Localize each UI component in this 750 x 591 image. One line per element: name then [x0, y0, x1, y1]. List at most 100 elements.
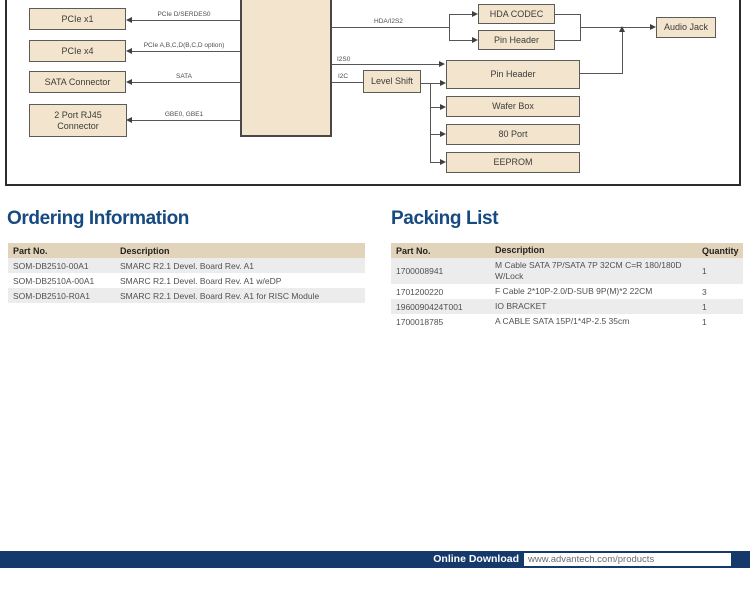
bus-line	[430, 107, 440, 108]
bus-line	[430, 83, 431, 162]
arrowhead-left-icon	[126, 48, 132, 54]
quantity: 1	[702, 316, 707, 327]
bus-line	[131, 20, 240, 21]
bus-line-hda	[332, 27, 449, 28]
table-row: SOM-DB2510A-00A1 SMARC R2.1 Devel. Board…	[8, 273, 365, 288]
packing-list-title: Packing List	[391, 208, 499, 229]
arrowhead-right-icon	[440, 159, 446, 165]
packing-table: Part No. Description Quantity 1700008941…	[391, 243, 743, 329]
block-label: PCIe x4	[61, 45, 94, 56]
ordering-information-title: Ordering Information	[7, 208, 190, 229]
block-label: Wafer Box	[492, 101, 534, 112]
block-80-port: 80 Port	[446, 124, 580, 145]
bus-label: GBE0, GBE1	[164, 111, 204, 118]
block-label: 2 Port RJ45 Connector	[54, 109, 102, 131]
block-diagram-frame	[5, 0, 741, 186]
block-label: HDA CODEC	[489, 8, 544, 19]
block-label: 80 Port	[498, 129, 528, 140]
block-rj45-connector: 2 Port RJ45 Connector	[29, 104, 127, 137]
block-label: Level Shift	[370, 76, 414, 87]
description: IO BRACKET	[495, 301, 547, 312]
arrowhead-left-icon	[126, 17, 132, 23]
quantity: 3	[702, 286, 707, 297]
block-pin-header-big: Pin Header	[446, 60, 580, 89]
ordering-table: Part No. Description SOM-DB2510-00A1 SMA…	[8, 243, 365, 303]
description: A CABLE SATA 15P/1*4P-2.5 35cm	[495, 316, 630, 327]
block-label: Pin Header	[490, 69, 536, 80]
bus-line	[430, 83, 440, 84]
arrowhead-right-icon	[650, 24, 656, 30]
column-header-part-no: Part No.	[13, 245, 48, 256]
bus-line	[449, 40, 472, 41]
table-row: 1700018785 A CABLE SATA 15P/1*4P-2.5 35c…	[391, 314, 743, 329]
block-eeprom: EEPROM	[446, 152, 580, 173]
block-level-shift: Level Shift	[363, 70, 421, 93]
bus-label: SATA	[175, 73, 192, 80]
block-label: Audio Jack	[663, 22, 709, 33]
bus-label-i2s0: I2S0	[337, 56, 351, 63]
smarc-module-block	[240, 0, 332, 137]
bus-line	[449, 14, 472, 15]
arrowhead-right-icon	[440, 131, 446, 137]
bus-line-i2s0	[332, 64, 439, 65]
arrowhead-up-icon	[619, 26, 625, 32]
bus-line	[131, 82, 240, 83]
bus-line	[430, 134, 440, 135]
table-row: SOM-DB2510-00A1 SMARC R2.1 Devel. Board …	[8, 258, 365, 273]
ordering-table-header: Part No. Description	[8, 243, 365, 258]
block-sata-connector: SATA Connector	[29, 71, 126, 93]
bus-line	[449, 14, 450, 41]
part-no: 1960090424T001	[396, 301, 463, 312]
quantity: 1	[702, 301, 707, 312]
block-audio-jack: Audio Jack	[656, 17, 716, 38]
bus-line-i2c	[332, 82, 363, 83]
online-download-label: Online Download	[433, 553, 519, 565]
bus-label-hda: HDA/I2S2	[374, 18, 403, 25]
column-header-quantity: Quantity	[702, 245, 739, 256]
part-no: 1700018785	[396, 316, 444, 327]
part-no: 1701200220	[396, 286, 444, 297]
description: SMARC R2.1 Devel. Board Rev. A1	[120, 260, 255, 271]
column-header-description: Description	[495, 244, 545, 255]
arrowhead-right-icon	[472, 11, 478, 17]
block-hda-codec: HDA CODEC	[478, 4, 555, 24]
block-label: PCIe x1	[61, 13, 94, 24]
quantity: 1	[702, 266, 707, 276]
bus-label-i2c: I2C	[338, 73, 349, 80]
bus-line	[580, 73, 623, 74]
block-pin-header-audio: Pin Header	[478, 30, 555, 50]
table-row: 1960090424T001 IO BRACKET 1	[391, 299, 743, 314]
part-no: SOM-DB2510A-00A1	[13, 275, 95, 286]
block-label: Pin Header	[493, 34, 540, 45]
arrowhead-left-icon	[126, 117, 132, 123]
block-label: EEPROM	[493, 157, 533, 168]
arrowhead-right-icon	[440, 104, 446, 110]
part-no: SOM-DB2510-00A1	[13, 260, 89, 271]
arrowhead-left-icon	[126, 79, 132, 85]
bus-label: PCIe A,B,C,D(B,C,D option)	[143, 42, 225, 49]
bus-line	[131, 120, 240, 121]
part-no: SOM-DB2510-R0A1	[13, 290, 91, 301]
arrowhead-right-icon	[439, 61, 445, 67]
table-row: SOM-DB2510-R0A1 SMARC R2.1 Devel. Board …	[8, 288, 365, 303]
arrowhead-right-icon	[440, 80, 446, 86]
bus-line	[555, 14, 580, 15]
download-url-link[interactable]: www.advantech.com/products	[524, 553, 731, 566]
bus-line	[622, 31, 623, 74]
bus-line	[131, 51, 240, 52]
bus-line	[555, 40, 580, 41]
bus-line	[430, 162, 440, 163]
block-pcie-x1: PCIe x1	[29, 8, 126, 30]
bus-label: PCIe D/SERDES0	[157, 11, 211, 18]
description: SMARC R2.1 Devel. Board Rev. A1 for RISC…	[120, 290, 320, 301]
bus-line	[421, 83, 430, 84]
column-header-part-no: Part No.	[396, 245, 431, 256]
block-pcie-x4: PCIe x4	[29, 40, 126, 62]
block-wafer-box: Wafer Box	[446, 96, 580, 117]
bus-line	[580, 27, 650, 28]
description: M Cable SATA 7P/SATA 7P 32CM C=R 180/180…	[495, 260, 682, 281]
table-row: 1700008941 M Cable SATA 7P/SATA 7P 32CM …	[391, 258, 743, 284]
packing-table-header: Part No. Description Quantity	[391, 243, 743, 258]
column-header-description: Description	[120, 245, 170, 256]
description: SMARC R2.1 Devel. Board Rev. A1 w/eDP	[120, 275, 282, 286]
